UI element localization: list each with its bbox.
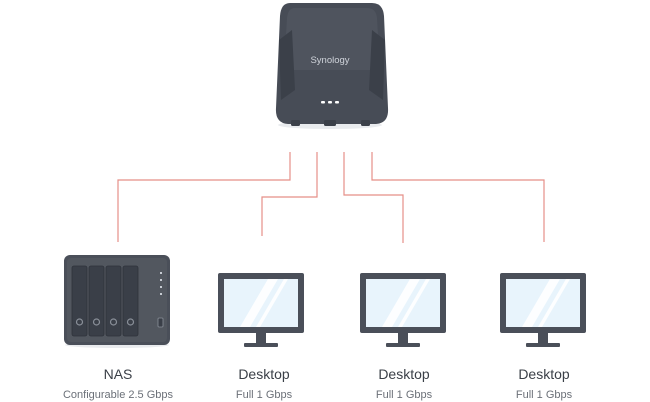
monitor-icon <box>218 273 304 347</box>
link-nas <box>117 152 291 242</box>
router-brand: Synology <box>310 55 349 66</box>
device-label-nas: NAS Configurable 2.5 Gbps <box>38 366 198 402</box>
router-icon: Synology <box>275 3 389 129</box>
monitor-icon <box>500 273 586 347</box>
device-name: NAS <box>103 366 133 382</box>
device-label-desktop-3: Desktop Full 1 Gbps <box>464 366 624 402</box>
device-name: Desktop <box>378 366 430 382</box>
device-name: Desktop <box>518 366 570 382</box>
device-speed: Configurable 2.5 Gbps <box>62 389 174 401</box>
device-speed: Full 1 Gbps <box>515 389 573 401</box>
device-speed: Full 1 Gbps <box>235 389 293 401</box>
link-desktop-3 <box>371 152 545 242</box>
device-name: Desktop <box>238 366 290 382</box>
link-desktop-2 <box>343 152 404 243</box>
device-label-desktop-2: Desktop Full 1 Gbps <box>324 366 484 402</box>
monitor-icon <box>360 273 446 347</box>
device-label-desktop-1: Desktop Full 1 Gbps <box>184 366 344 402</box>
connection-lines <box>117 152 545 243</box>
device-speed: Full 1 Gbps <box>375 389 433 401</box>
link-desktop-1 <box>261 152 318 236</box>
nas-icon <box>64 255 170 348</box>
